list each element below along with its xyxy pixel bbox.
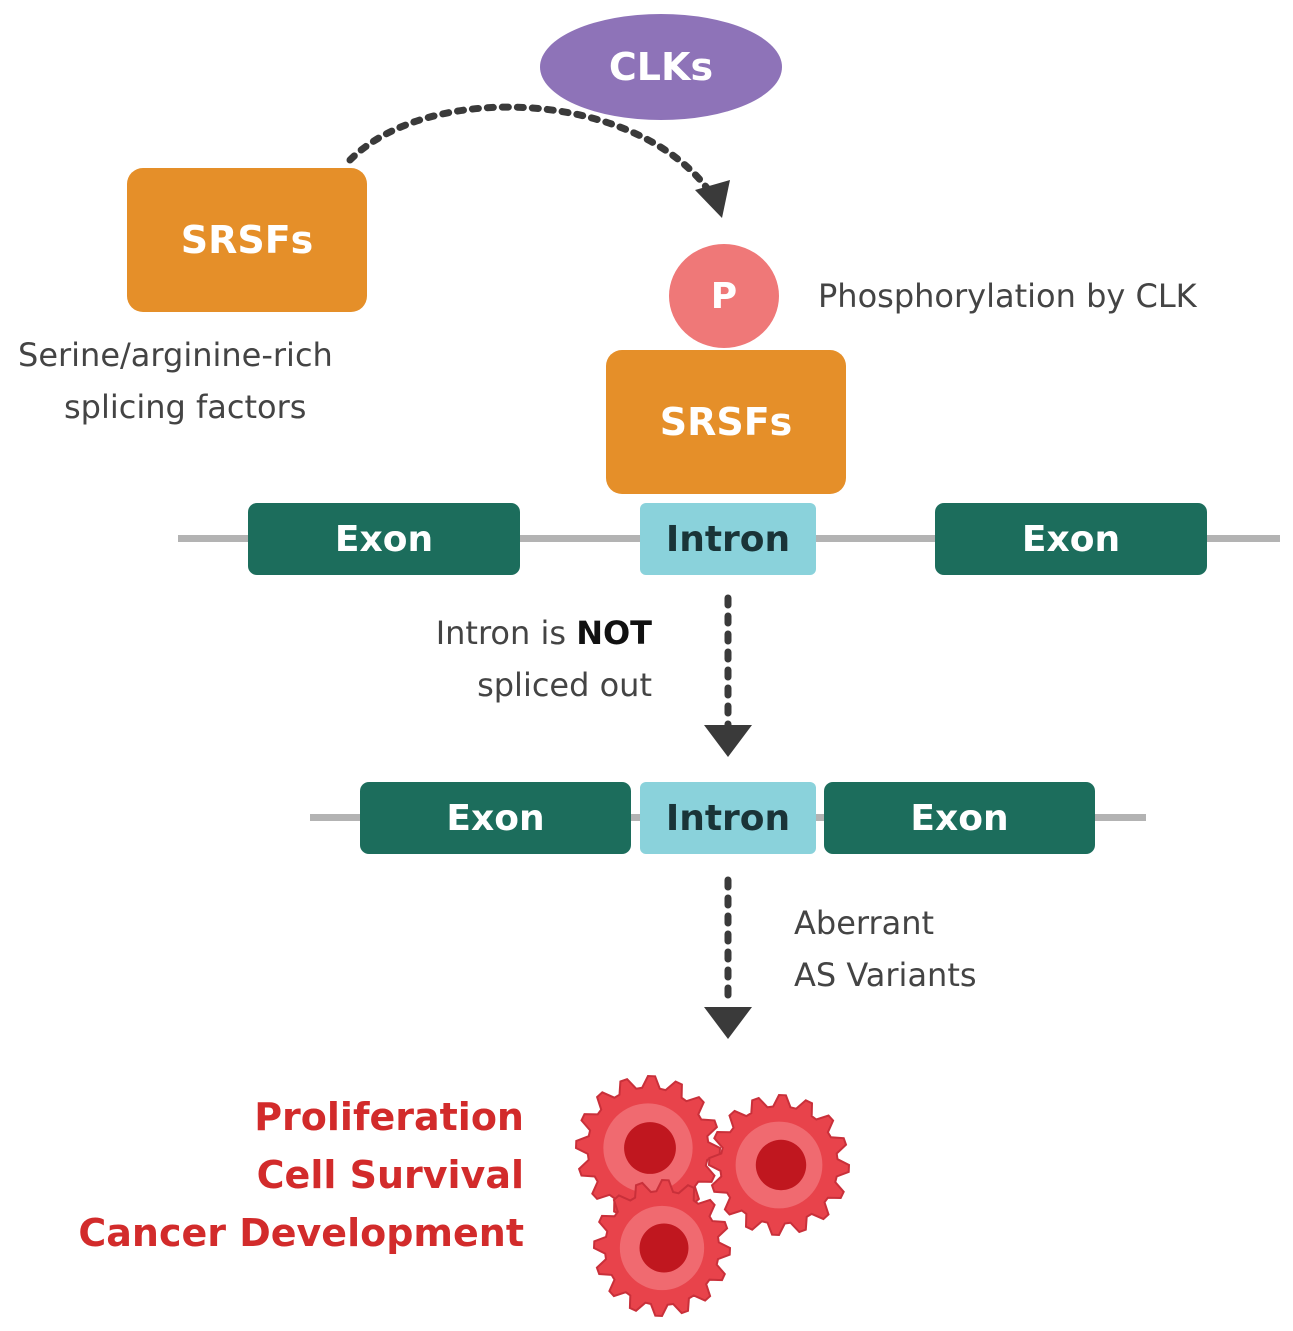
srsfs-free-node: SRSFs — [127, 168, 367, 312]
aberrant-line1: Aberrant — [794, 904, 935, 942]
splice-arrow-head — [704, 725, 752, 757]
clk-action-arc — [346, 103, 716, 199]
cancer-cell-3-nucleus — [639, 1223, 689, 1273]
mature-exon-left: Exon — [360, 782, 631, 854]
not-emphasis: NOT — [576, 614, 652, 652]
pre-mrna-exon-left: Exon — [248, 503, 520, 575]
cancer-cell-2-nucleus — [755, 1139, 807, 1191]
phosphate-circle: P — [669, 244, 779, 348]
cancer-cell-3 — [592, 1178, 732, 1318]
clks-node: CLKs — [540, 14, 782, 120]
not-spliced-line1: Intron is NOT — [402, 608, 652, 658]
outcome-cell-survival: Cell Survival — [256, 1153, 524, 1197]
pre-mrna-exon-right: Exon — [935, 503, 1207, 575]
aberrant-line2: AS Variants — [794, 956, 977, 994]
pre-mrna-intron: Intron — [640, 503, 816, 575]
mature-exon-right: Exon — [824, 782, 1095, 854]
cancer-cell-1-nucleus — [624, 1122, 676, 1174]
srsfs-description-line1: Serine/arginine-rich — [18, 336, 333, 374]
not-spliced-prefix: Intron is — [435, 614, 577, 652]
outcome-proliferation: Proliferation — [254, 1095, 524, 1139]
outcome-cancer-development: Cancer Development — [78, 1211, 524, 1255]
variant-arrow-head — [704, 1007, 752, 1039]
phosphorylation-label: Phosphorylation by CLK — [818, 277, 1197, 315]
cancer-cell-1 — [574, 1074, 722, 1222]
srsfs-bound-node: SRSFs — [606, 350, 846, 494]
mature-intron: Intron — [640, 782, 816, 854]
srsfs-description-line2: splicing factors — [64, 388, 307, 426]
not-spliced-line2: spliced out — [477, 666, 652, 704]
cancer-cell-2 — [707, 1093, 851, 1237]
clk-action-arrowhead — [695, 180, 730, 218]
